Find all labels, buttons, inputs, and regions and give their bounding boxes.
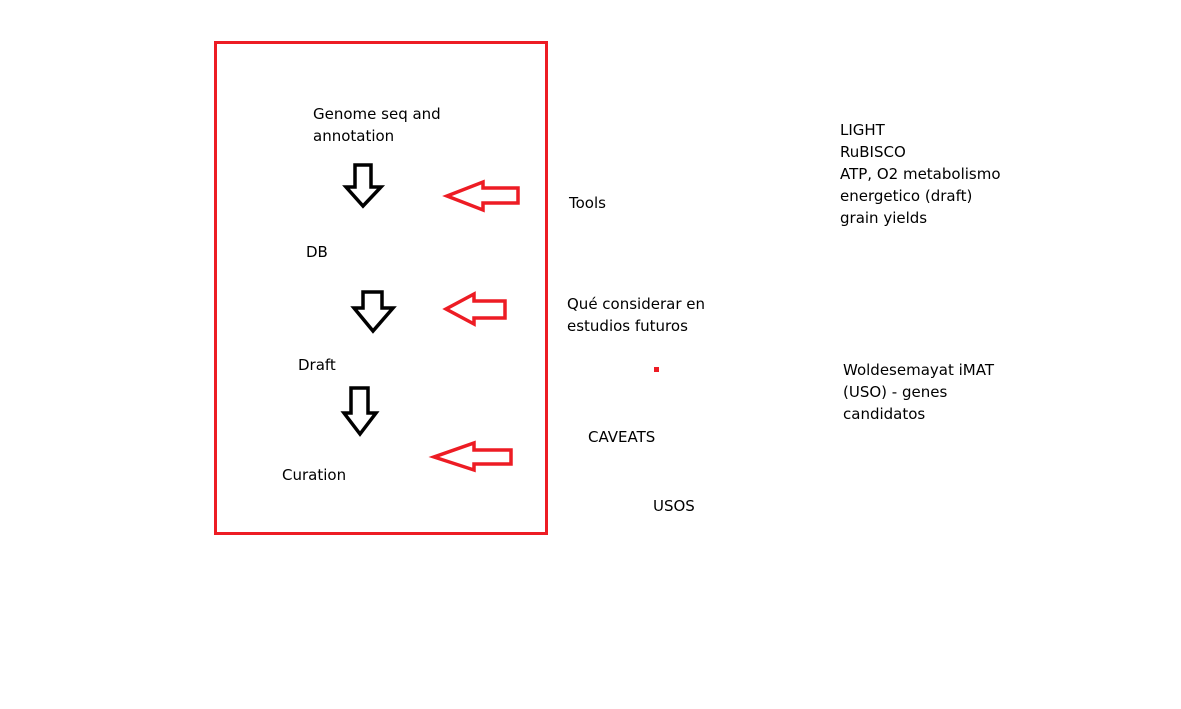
label-future-studies: Qué considerar en estudios futuros xyxy=(567,295,706,335)
notes-top: LIGHT RuBISCO ATP, O2 metabolismo energe… xyxy=(840,121,1001,227)
step-curation: Curation xyxy=(282,466,347,484)
left-arrow-icon xyxy=(428,440,513,473)
label-caveats: CAVEATS xyxy=(588,428,656,446)
step-db: DB xyxy=(306,243,328,261)
down-arrow-icon xyxy=(342,163,386,209)
pipeline-frame xyxy=(214,41,548,535)
step-genome-annotation: Genome seq and annotation xyxy=(313,105,441,145)
red-dot xyxy=(654,367,659,372)
step-draft: Draft xyxy=(298,356,336,374)
left-arrow-icon xyxy=(442,179,520,213)
label-usos: USOS xyxy=(653,497,695,515)
down-arrow-icon xyxy=(340,386,380,437)
label-tools: Tools xyxy=(569,194,606,212)
down-arrow-icon xyxy=(350,290,397,334)
notes-bottom: Woldesemayat iMAT (USO) - genes candidat… xyxy=(843,361,994,423)
left-arrow-icon xyxy=(442,291,507,327)
